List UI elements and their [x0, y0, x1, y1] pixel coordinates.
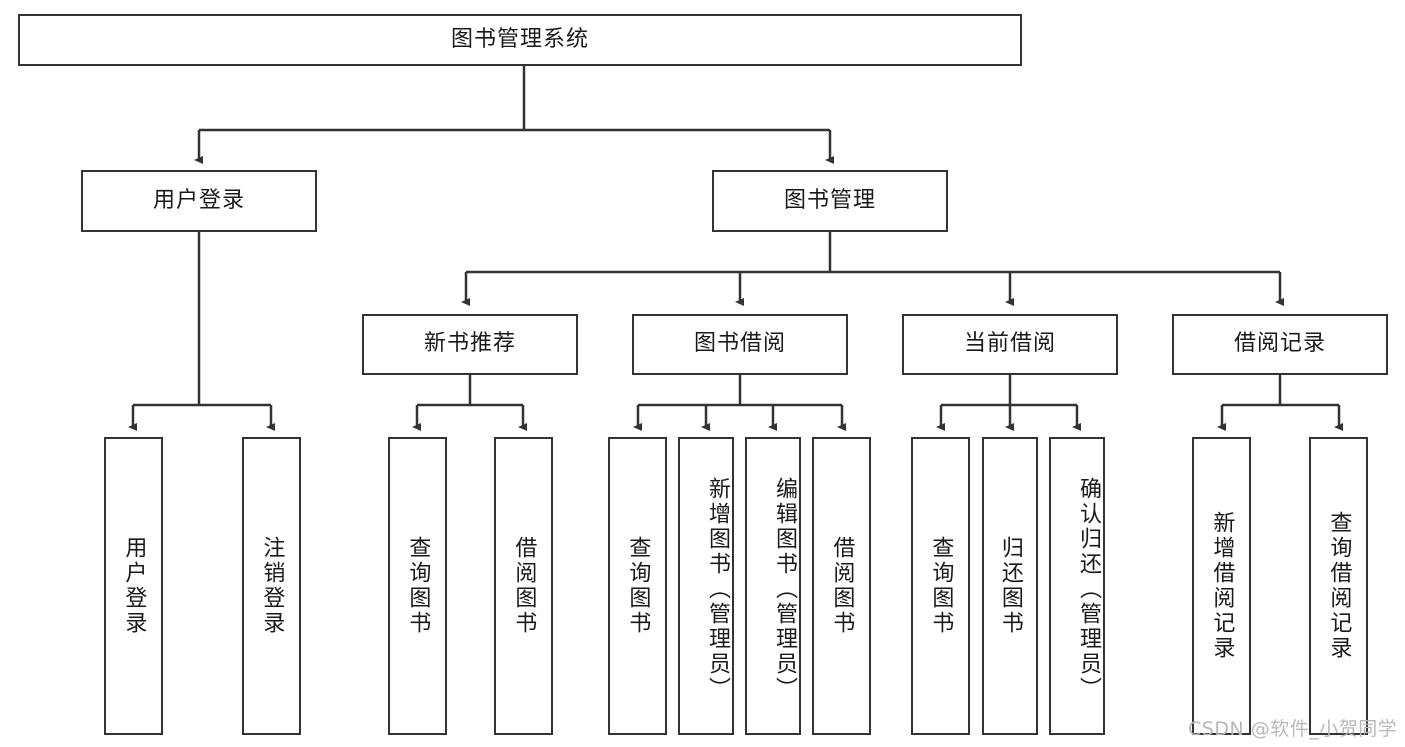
node-user-login[interactable]: 用户登录: [81, 170, 317, 232]
leaf-borrow-edit-book-admin[interactable]: 编辑图书（管理员）: [745, 437, 801, 735]
node-label: 当前借阅: [963, 331, 1056, 357]
leaf-recommend-query-book[interactable]: 查询图书: [388, 437, 447, 735]
node-borrow-records[interactable]: 借阅记录: [1172, 314, 1388, 375]
leaf-current-query-book[interactable]: 查询图书: [911, 437, 970, 735]
node-label: 图书管理系统: [450, 26, 589, 52]
node-label: 新增借阅记录: [1209, 511, 1235, 661]
leaf-user-login-login[interactable]: 用户登录: [104, 437, 163, 735]
leaf-records-add-record[interactable]: 新增借阅记录: [1192, 437, 1251, 735]
node-label: 新书推荐: [423, 331, 516, 357]
leaf-user-login-logout[interactable]: 注销登录: [242, 437, 301, 735]
leaf-borrow-add-book-admin[interactable]: 新增图书（管理员）: [678, 437, 734, 735]
node-label: 查询图书: [928, 536, 954, 636]
node-book-borrow[interactable]: 图书借阅: [632, 314, 848, 375]
node-label: 查询图书: [405, 536, 431, 636]
node-new-book-recommend[interactable]: 新书推荐: [362, 314, 578, 375]
node-label: 图书借阅: [693, 331, 786, 357]
node-label: 归还图书: [997, 536, 1023, 636]
node-label: 注销登录: [259, 536, 285, 636]
node-label: 编辑图书（管理员）: [772, 476, 797, 702]
node-label: 确认归还（管理员）: [1076, 476, 1101, 702]
node-label: 借阅图书: [829, 536, 855, 636]
leaf-current-confirm-return-admin[interactable]: 确认归还（管理员）: [1049, 437, 1105, 735]
node-label: 新增图书（管理员）: [705, 476, 730, 702]
csdn-watermark: CSDN @软件_小贺同学: [1188, 718, 1398, 740]
node-label: 图书管理: [783, 187, 876, 213]
node-label: 用户登录: [121, 536, 147, 636]
node-current-borrow[interactable]: 当前借阅: [902, 314, 1118, 375]
node-book-management[interactable]: 图书管理: [712, 170, 948, 232]
leaf-borrow-query-book[interactable]: 查询图书: [608, 437, 667, 735]
leaf-records-query-record[interactable]: 查询借阅记录: [1309, 437, 1368, 735]
leaf-current-return-book[interactable]: 归还图书: [982, 437, 1038, 735]
node-label: 查询借阅记录: [1326, 511, 1352, 661]
node-label: 查询图书: [625, 536, 651, 636]
node-label: 用户登录: [152, 187, 245, 213]
node-label: 借阅图书: [511, 536, 537, 636]
node-root-book-management-system[interactable]: 图书管理系统: [18, 14, 1022, 66]
leaf-borrow-borrow-book[interactable]: 借阅图书: [812, 437, 871, 735]
node-label: 借阅记录: [1233, 331, 1326, 357]
leaf-recommend-borrow-book[interactable]: 借阅图书: [494, 437, 553, 735]
